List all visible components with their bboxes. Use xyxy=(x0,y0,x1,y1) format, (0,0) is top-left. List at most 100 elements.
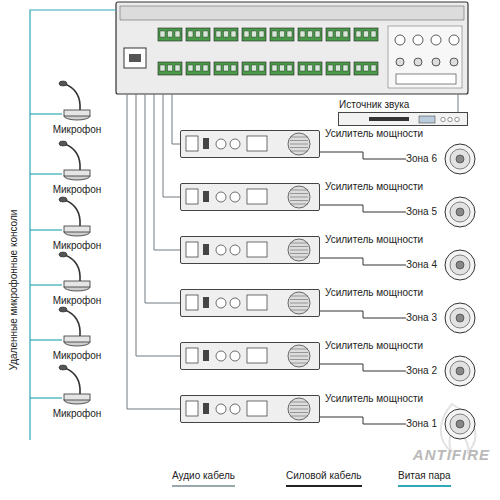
terminal-screw xyxy=(203,65,208,71)
speaker-cone xyxy=(450,255,470,275)
speaker-zone: Зона 6 xyxy=(406,142,476,176)
fan-grille xyxy=(290,352,308,353)
mic-head xyxy=(59,365,67,370)
power-socket xyxy=(186,242,198,257)
terminal-screw xyxy=(272,31,277,37)
terminal-screw xyxy=(244,31,249,37)
device-drawing xyxy=(181,343,319,369)
speaker-cone xyxy=(445,409,475,439)
power-socket xyxy=(186,401,198,416)
speaker-dome xyxy=(456,208,464,216)
legend-item: Аудио кабель xyxy=(172,470,235,487)
speaker-cable xyxy=(320,205,406,212)
mic-base xyxy=(64,394,90,400)
speaker-zone: Зона 3 xyxy=(406,301,476,335)
knob xyxy=(230,404,240,414)
fan-grille xyxy=(290,363,308,364)
fan-grille xyxy=(290,405,308,406)
terminal-block xyxy=(158,28,182,41)
terminal-screw xyxy=(168,65,173,71)
knob xyxy=(230,139,240,149)
terminal-block xyxy=(242,28,266,41)
legend-line xyxy=(172,485,235,487)
fan-grille xyxy=(290,310,308,311)
terminal-block xyxy=(186,62,210,75)
flame-watermark xyxy=(441,404,476,452)
mic-head xyxy=(59,307,67,312)
terminal-screw xyxy=(315,31,320,37)
terminal-block xyxy=(326,28,350,41)
terminal-screw xyxy=(371,31,376,37)
terminal-screw xyxy=(224,65,229,71)
port-strip xyxy=(396,74,456,84)
power-amplifier: Усилитель мощности xyxy=(180,395,320,423)
switch xyxy=(203,297,209,308)
power-amplifier: Усилитель мощности xyxy=(180,236,320,264)
mic-head xyxy=(59,141,67,146)
device-label: Усилитель мощности xyxy=(324,287,424,299)
terminal xyxy=(247,189,267,204)
fan-grille xyxy=(290,303,308,304)
terminal-block xyxy=(270,28,294,41)
terminal-screw xyxy=(356,65,361,71)
terminal-screw xyxy=(328,65,333,71)
speaker-cone xyxy=(445,356,475,386)
microphone-console: Микрофон xyxy=(46,80,108,136)
terminal xyxy=(247,401,267,416)
terminal-screw xyxy=(259,65,264,71)
terminal-screw xyxy=(300,31,305,37)
fan xyxy=(288,186,310,208)
device-label: Усилитель мощности xyxy=(324,181,424,193)
speaker-zone: Зона 4 xyxy=(406,248,476,282)
knob xyxy=(216,351,226,361)
fan-grille xyxy=(290,246,308,247)
knob xyxy=(216,404,226,414)
knob xyxy=(431,35,441,45)
speaker-cone xyxy=(450,149,470,169)
microphone-console: Микрофон xyxy=(46,140,108,196)
speaker-dome xyxy=(456,155,464,163)
terminal-screw xyxy=(315,65,320,71)
fan-grille xyxy=(290,257,308,258)
mic-head xyxy=(59,252,67,257)
fan-grille xyxy=(290,253,308,254)
fan-grille xyxy=(290,204,308,205)
mic-base xyxy=(64,226,90,232)
speaker-dome xyxy=(456,314,464,322)
mic-base xyxy=(64,281,90,287)
jack xyxy=(450,58,458,66)
speaker-cone xyxy=(450,361,470,381)
mic-head xyxy=(59,197,67,202)
mic-head xyxy=(59,81,67,86)
speaker-cone xyxy=(450,308,470,328)
fan-grille xyxy=(290,137,308,138)
mic-gooseneck xyxy=(65,368,80,394)
mic-gooseneck xyxy=(65,310,80,336)
fan-grille xyxy=(290,193,308,194)
button xyxy=(455,117,459,121)
device-label: Микрофон xyxy=(46,408,108,420)
terminal xyxy=(247,295,267,310)
speaker-cone xyxy=(450,202,470,222)
terminal-block xyxy=(214,28,238,41)
fan-grille xyxy=(290,147,308,148)
fan-grille xyxy=(290,197,308,198)
device-label: Микрофон xyxy=(46,350,108,362)
speaker-zone: Зона 2 xyxy=(406,354,476,388)
fan-grille xyxy=(290,190,308,191)
speaker-cone xyxy=(445,250,475,280)
fan xyxy=(288,398,310,420)
terminal-screw xyxy=(175,31,180,37)
mic-base xyxy=(64,170,90,176)
zone-label: Зона 5 xyxy=(406,206,437,218)
knob xyxy=(395,35,405,45)
fan-grille xyxy=(290,140,308,141)
terminal-screw xyxy=(216,65,221,71)
device-label: Усилитель мощности xyxy=(324,234,424,246)
device-drawing xyxy=(181,184,319,210)
legend-item: Силовой кабель xyxy=(286,470,362,487)
legend-item: Витая пара xyxy=(398,470,451,487)
device-drawing xyxy=(339,113,469,127)
terminal-screw xyxy=(280,31,285,37)
zone-label: Зона 6 xyxy=(406,153,437,165)
